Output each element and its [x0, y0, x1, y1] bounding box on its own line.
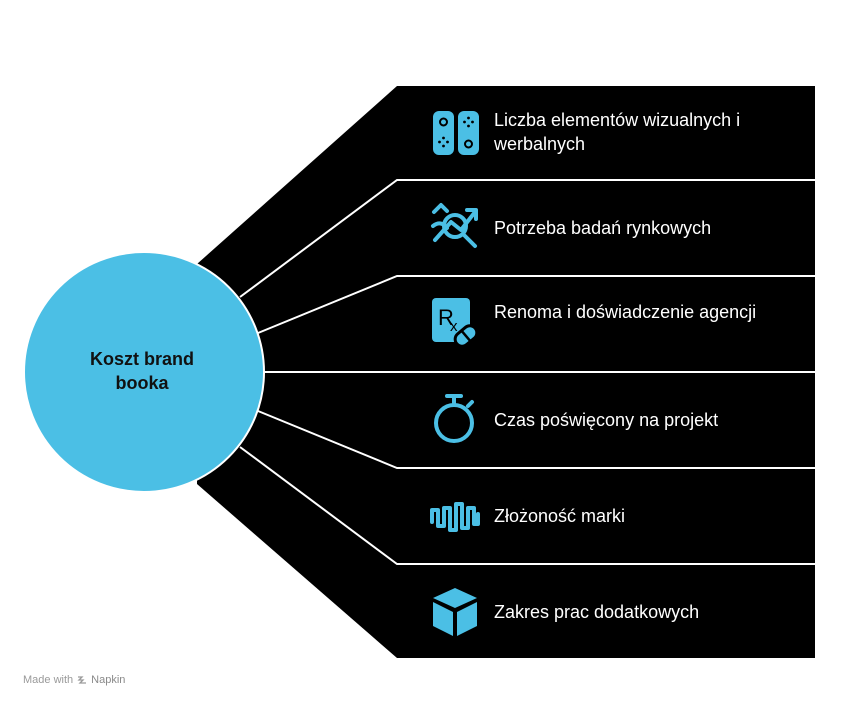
market-research-icon	[431, 203, 478, 248]
center-circle	[23, 251, 265, 493]
divider-lines	[239, 179, 815, 565]
prescription-icon: R x	[432, 298, 479, 348]
center-title: Koszt brand booka	[89, 349, 194, 393]
item-label-6: Zakres prac dodatkowych	[494, 602, 700, 622]
item-label-5: Złożoność marki	[494, 506, 626, 526]
item-label-1: Liczba elementów wizualnych i werbalnych	[494, 110, 741, 154]
item-label-2: Potrzeba badań rynkowych	[494, 218, 712, 238]
watermark: Made with Napkin	[23, 674, 125, 686]
watermark-brand: Napkin	[91, 674, 126, 686]
item-label-4: Czas poświęcony na projekt	[494, 410, 719, 430]
watermark-prefix: Made with	[23, 674, 74, 686]
svg-text:R: R	[438, 305, 454, 330]
napkin-logo-icon	[77, 676, 87, 684]
item-label-3: Renoma i doświadczenie agencji	[494, 302, 757, 322]
svg-text:x: x	[450, 318, 458, 335]
divider-5	[239, 446, 815, 565]
stopwatch-icon	[434, 394, 474, 443]
divider-2	[257, 275, 815, 334]
game-controller-icon	[433, 111, 479, 155]
waveform-icon	[430, 502, 480, 532]
divider-1	[239, 179, 815, 298]
divider-4	[257, 410, 815, 469]
box-icon	[433, 588, 477, 636]
